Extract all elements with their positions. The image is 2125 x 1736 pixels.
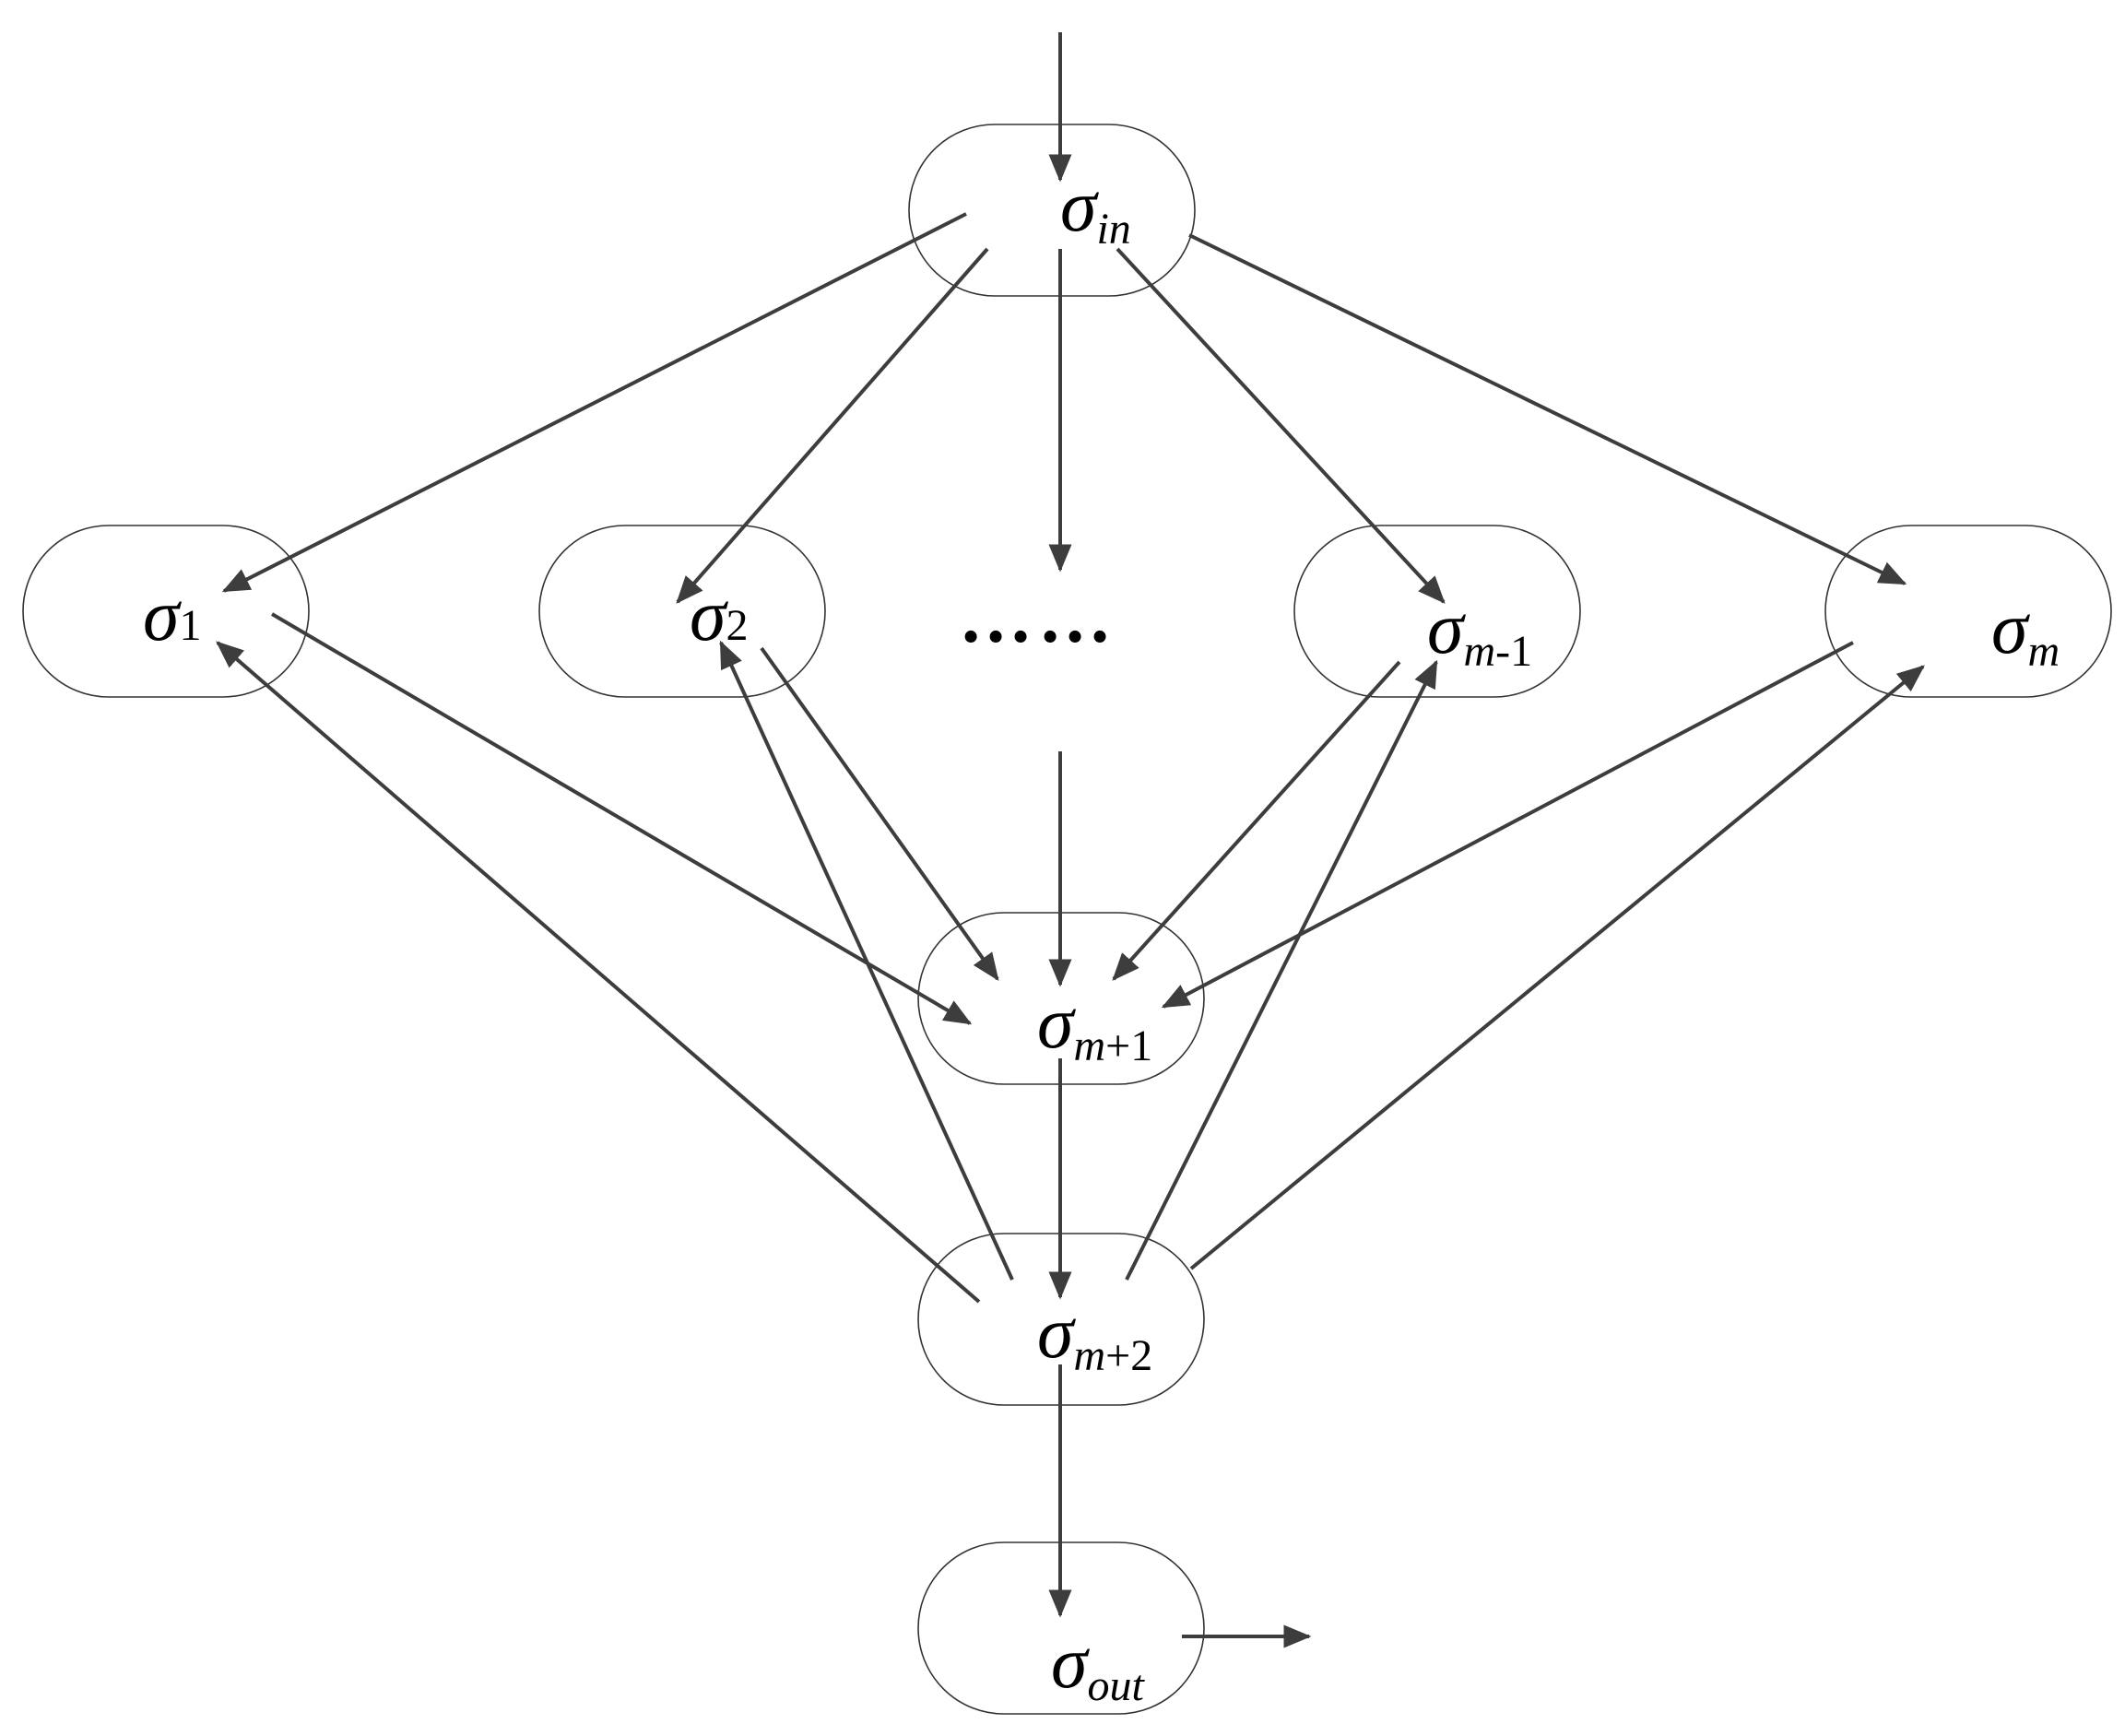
neuron-out-subscript: out [1087, 1661, 1145, 1710]
neuron-1-symbol: σ [143, 575, 182, 656]
neuron-m-1-subscript: m [1463, 627, 1495, 676]
neuron-m-1-subscript-suffix: -1 [1495, 627, 1532, 676]
neuron-m+1-subscript-suffix: +1 [1105, 1022, 1152, 1070]
node-labels: σin σ1 σ2 σm-1 σm σm+1 σm+2 σout …… [143, 166, 2060, 1710]
node-boxes [22, 124, 2112, 1715]
synapses [216, 32, 1925, 1648]
neuron-in-label: σin [1060, 166, 1131, 254]
neuron-m-1-box [1293, 525, 1581, 698]
neuron-1-subscript-suffix: 1 [179, 601, 201, 650]
neuron-m+1-label: σm+1 [1037, 983, 1152, 1070]
arrow-in-to-m-1 [1116, 247, 1446, 604]
arrow-m+2-to-m [1189, 665, 1925, 1270]
neuron-in-subscript: in [1096, 205, 1130, 254]
neuron-2-subscript-suffix: 2 [726, 601, 748, 650]
arrow-m-to-m+1 [1161, 641, 1854, 1009]
neuron-2-symbol: σ [690, 575, 728, 656]
arrow-m-1-to-m+1 [1112, 660, 1401, 981]
neuron-m+2-symbol: σ [1037, 1293, 1076, 1374]
neuron-m-box [1824, 525, 2112, 698]
neuron-m-1-symbol: σ [1427, 588, 1466, 669]
arrow-m+2-to-2 [719, 640, 1014, 1281]
neuron-2-box [538, 525, 826, 698]
neuron-m-subscript: m [2027, 627, 2060, 676]
neuron-in-box [908, 124, 1196, 297]
neuron-in-symbol: σ [1060, 166, 1099, 247]
arrow-m+2-to-m-1 [1125, 659, 1438, 1281]
neuron-out-symbol: σ [1051, 1623, 1090, 1704]
neuron-m+1-symbol: σ [1037, 983, 1076, 1064]
neuron-out-label: σout [1051, 1623, 1145, 1710]
neuron-m+1-subscript: m [1073, 1022, 1105, 1070]
neuron-1-label: σ1 [143, 575, 201, 656]
neuron-m-symbol: σ [1991, 588, 2030, 669]
arrow-in-to-m [1188, 233, 1907, 585]
neuron-m+2-subscript-suffix: +2 [1105, 1331, 1152, 1380]
arrow-in-to-1 [221, 212, 967, 593]
intermediate-neurons-ellipsis: …… [959, 577, 1117, 658]
neuron-m+2-label: σm+2 [1037, 1293, 1152, 1380]
neuron-m-label: σm [1991, 588, 2060, 676]
arrow-in-to-2 [676, 247, 989, 604]
arrow-1-to-m+1 [270, 612, 973, 1025]
neuron-2-label: σ2 [690, 575, 748, 656]
neuron-m-1-label: σm-1 [1427, 588, 1532, 676]
neuron-m+2-subscript: m [1073, 1331, 1105, 1380]
arrow-2-to-m+1 [760, 646, 999, 982]
arrow-m+2-to-1 [216, 641, 981, 1304]
